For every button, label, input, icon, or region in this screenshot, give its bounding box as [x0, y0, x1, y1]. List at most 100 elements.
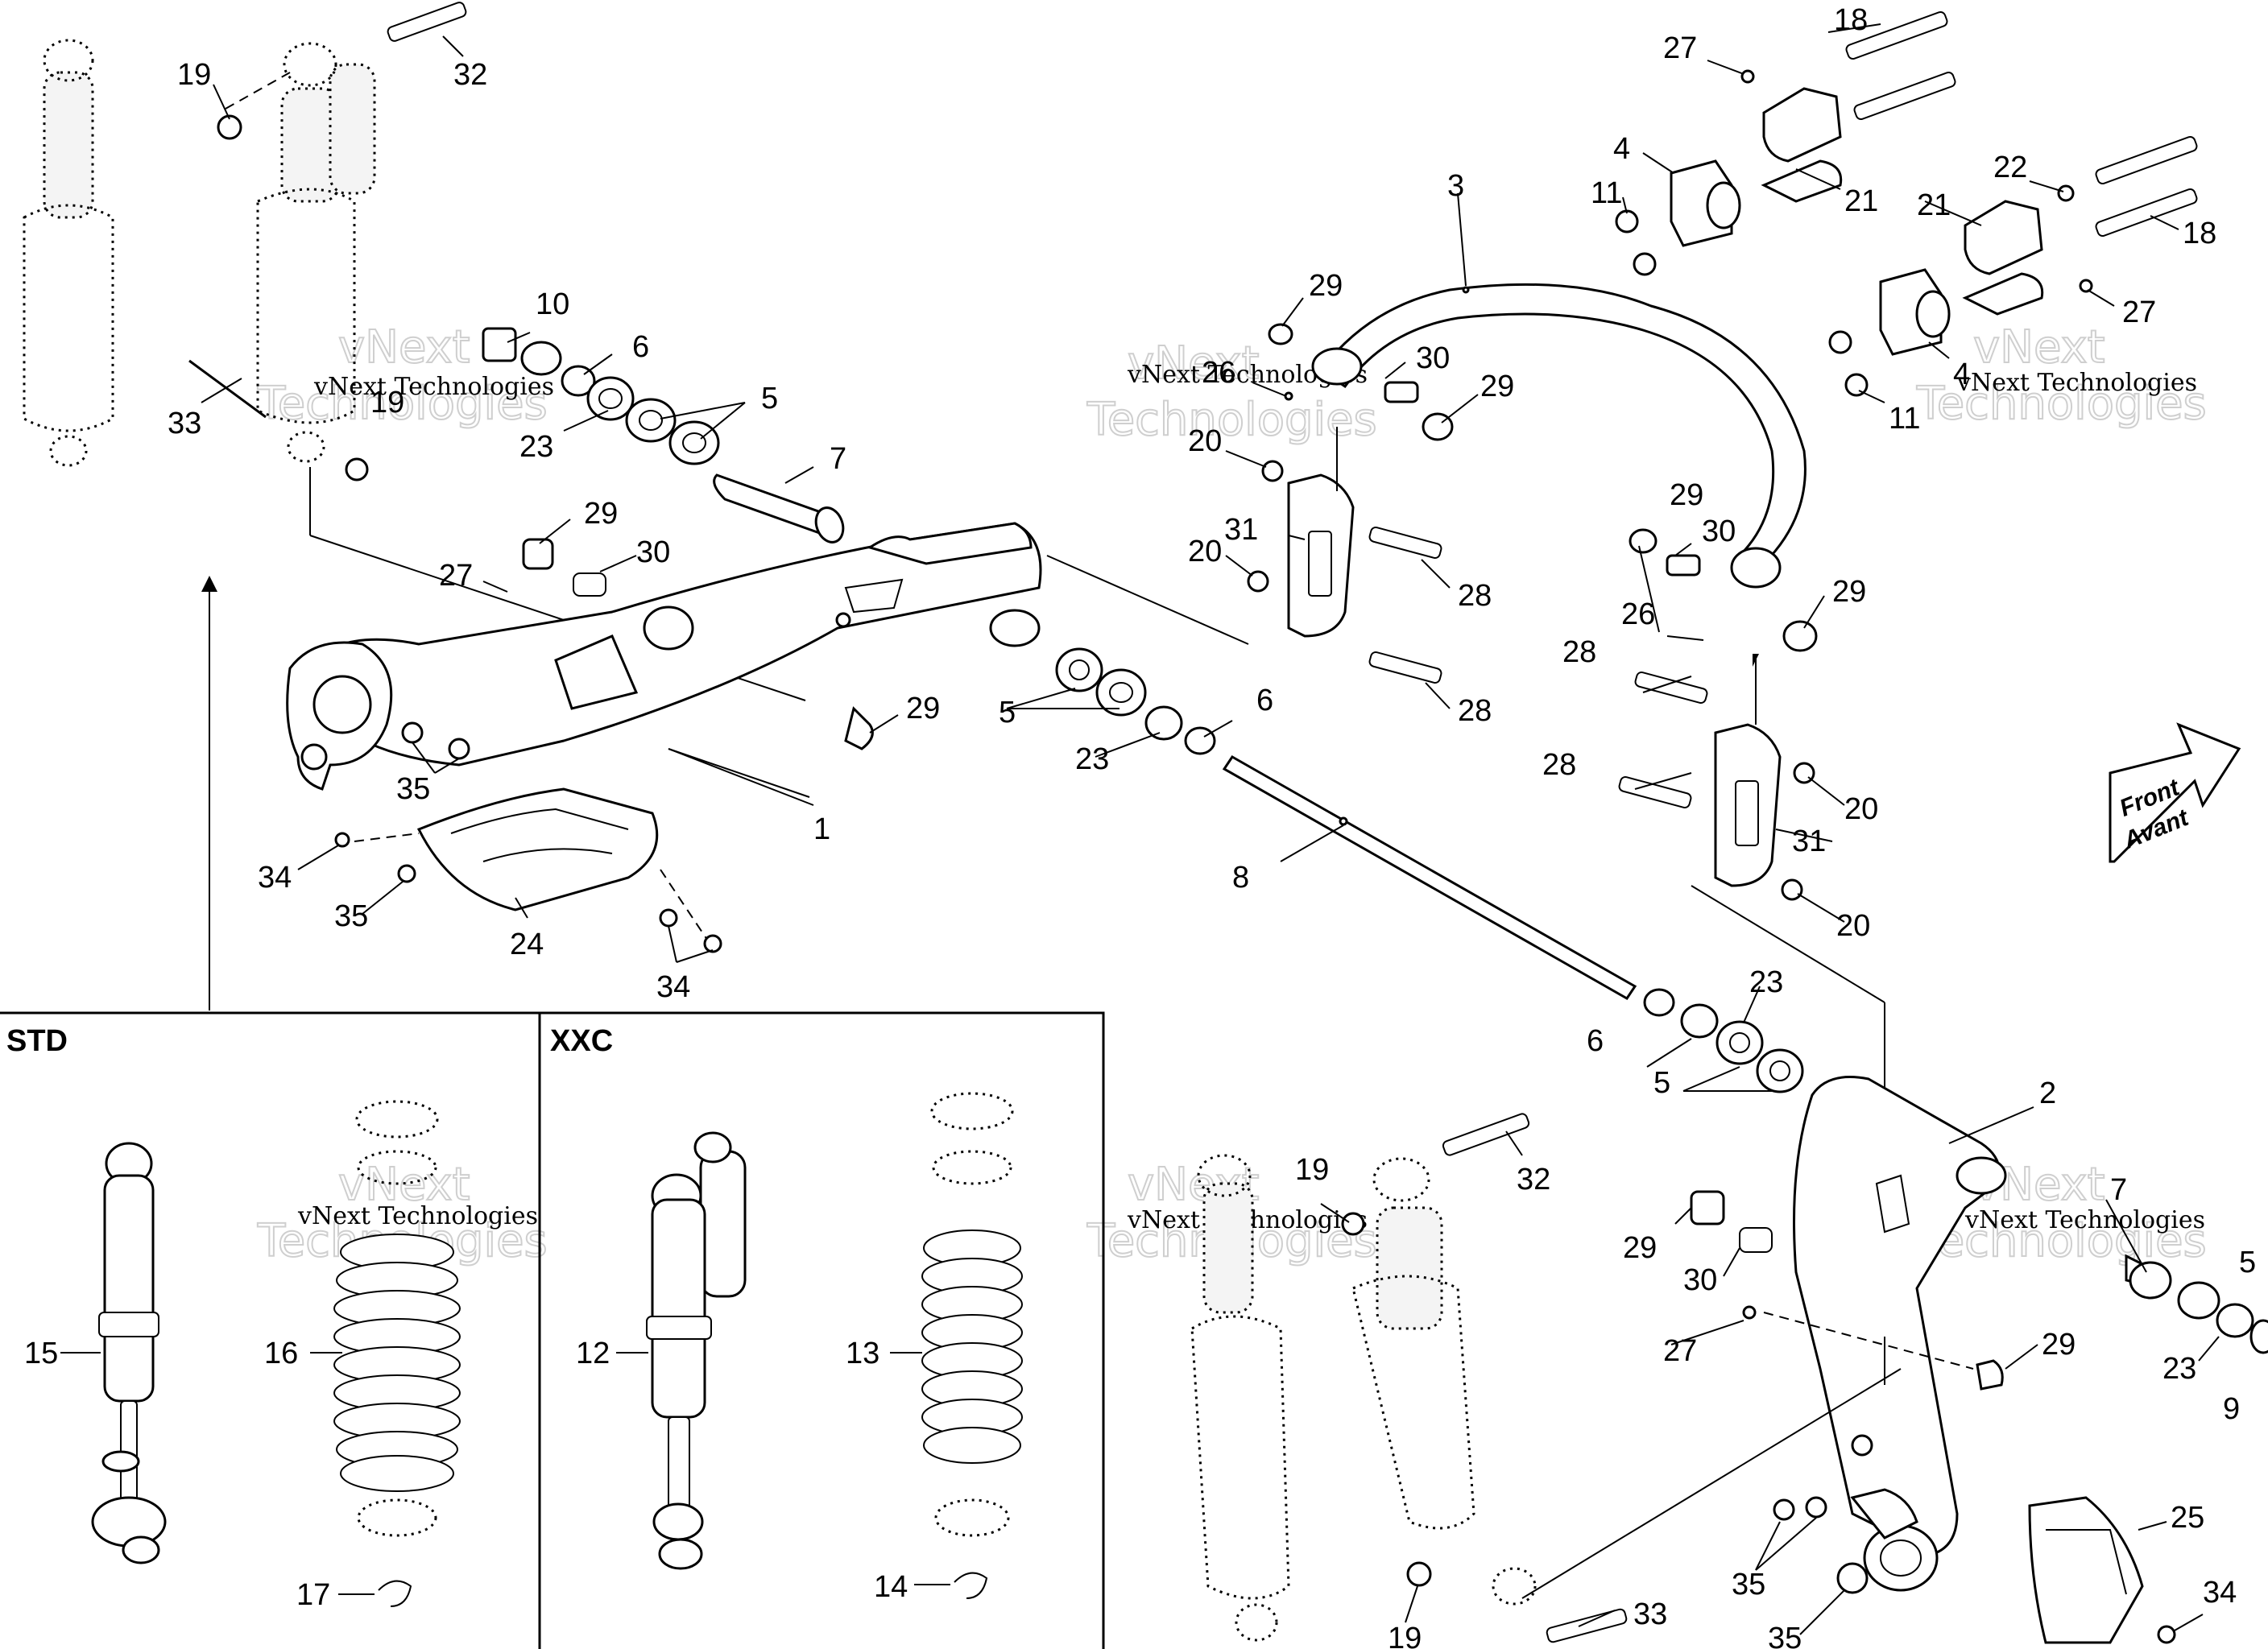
callout-28: 28	[1458, 694, 1492, 728]
callout-labels: 19 32 33 19 10 6 23 5 7 29 30 27 29 5 23…	[24, 3, 2256, 1649]
callout-31: 31	[1224, 513, 1258, 547]
callout-20: 20	[1188, 535, 1222, 568]
xxc-box-label: XXC	[550, 1024, 613, 1058]
callout-21: 21	[1917, 188, 1951, 222]
watermark-text: vNext Technologies	[313, 373, 554, 401]
callout-10: 10	[536, 287, 569, 321]
callout-7: 7	[2110, 1173, 2127, 1207]
callout-29: 29	[1309, 269, 1343, 303]
callout-28: 28	[1562, 635, 1596, 669]
callout-22: 22	[1993, 151, 2027, 184]
callout-30: 30	[1702, 515, 1736, 548]
callout-29: 29	[1480, 370, 1514, 403]
callout-23: 23	[519, 430, 553, 464]
front-direction-arrow: Front Avant	[2109, 722, 2241, 863]
callout-5: 5	[2239, 1246, 2256, 1279]
callout-5: 5	[1653, 1066, 1670, 1100]
callout-4: 4	[1613, 132, 1630, 166]
callout-35: 35	[1732, 1568, 1765, 1601]
callout-11: 11	[1591, 176, 1622, 210]
watermark-word: Technologies	[1916, 378, 2207, 430]
callout-16: 16	[264, 1337, 298, 1370]
callout-28: 28	[1458, 579, 1492, 613]
callout-35: 35	[334, 899, 368, 933]
swing-arm-right	[1690, 1076, 2268, 1644]
callout-29: 29	[2042, 1328, 2076, 1362]
callout-18: 18	[1834, 3, 1868, 37]
callout-19: 19	[370, 386, 404, 419]
callout-9: 9	[2223, 1392, 2240, 1426]
callout-24: 24	[510, 928, 544, 961]
watermark-word: vNext	[338, 1159, 470, 1211]
std-box-label: STD	[6, 1024, 68, 1058]
rear-shock-bottom	[1190, 1113, 1902, 1643]
callout-20: 20	[1188, 424, 1222, 458]
callout-29: 29	[1623, 1231, 1657, 1265]
callout-34: 34	[258, 861, 292, 895]
callout-29: 29	[1832, 575, 1866, 609]
callout-13: 13	[846, 1337, 879, 1370]
skid-plate	[334, 721, 722, 953]
callout-17: 17	[296, 1578, 330, 1612]
mount-bracket-top	[1615, 11, 1956, 276]
callout-33: 33	[168, 407, 201, 440]
callout-12: 12	[576, 1337, 610, 1370]
callout-23: 23	[1749, 965, 1783, 999]
xxc-shock	[646, 1131, 747, 1570]
callout-35: 35	[1768, 1622, 1802, 1649]
callout-33: 33	[1633, 1597, 1667, 1631]
watermark-text: vNext Technologies	[1964, 1206, 2205, 1234]
callout-19: 19	[1388, 1622, 1422, 1649]
std-spring	[333, 1100, 461, 1607]
callout-27: 27	[439, 559, 473, 593]
callout-2: 2	[2039, 1077, 2056, 1110]
link-arm-right	[1618, 656, 1885, 1337]
callout-19: 19	[1295, 1153, 1329, 1187]
callout-20: 20	[1844, 792, 1878, 826]
callout-20: 20	[1836, 909, 1870, 943]
callout-30: 30	[636, 535, 670, 569]
callout-29: 29	[584, 497, 618, 531]
std-shock	[91, 1142, 167, 1564]
watermark-word: vNext	[338, 321, 470, 374]
link-arm-left	[1046, 427, 1442, 684]
lower-shaft-stack	[1055, 647, 1804, 1093]
callout-19: 19	[177, 58, 211, 92]
callout-30: 30	[1683, 1263, 1717, 1297]
callout-6: 6	[1587, 1024, 1604, 1058]
callout-32: 32	[453, 58, 487, 92]
callout-32: 32	[1517, 1163, 1550, 1196]
leader-lines	[60, 23, 2220, 1635]
upper-bushing-stack	[482, 327, 874, 750]
callout-29: 29	[1670, 478, 1703, 512]
reference-arrow	[201, 576, 1759, 1010]
callout-6: 6	[632, 330, 649, 364]
callout-23: 23	[1075, 742, 1109, 776]
callout-27: 27	[2122, 295, 2156, 329]
callout-11: 11	[1889, 402, 1920, 436]
variant-frames: STD XXC	[0, 1011, 1105, 1649]
watermark-word: vNext	[1973, 321, 2105, 374]
callout-28: 28	[1542, 748, 1576, 782]
callout-21: 21	[1844, 184, 1878, 218]
watermark-word: Technologies	[1916, 1215, 2207, 1267]
callout-25: 25	[2171, 1501, 2204, 1535]
xxc-spring	[921, 1092, 1023, 1599]
watermark-text: vNext Technologies	[1956, 369, 2197, 397]
callout-18: 18	[2183, 217, 2216, 250]
callout-26: 26	[1621, 597, 1655, 631]
anti-roll-bar	[1268, 283, 1818, 652]
callout-15: 15	[24, 1337, 58, 1370]
callout-3: 3	[1447, 169, 1464, 203]
watermark-text: vNext Technologies	[297, 1202, 538, 1230]
mount-bracket-right	[1828, 136, 2198, 397]
callout-7: 7	[830, 442, 846, 476]
callout-8: 8	[1232, 861, 1249, 895]
swing-arm-left	[286, 522, 1042, 798]
callout-30: 30	[1416, 341, 1450, 375]
callout-5: 5	[999, 696, 1016, 729]
callout-1: 1	[813, 812, 830, 846]
watermark-word: vNext	[1128, 337, 1260, 390]
callout-31: 31	[1792, 824, 1826, 858]
